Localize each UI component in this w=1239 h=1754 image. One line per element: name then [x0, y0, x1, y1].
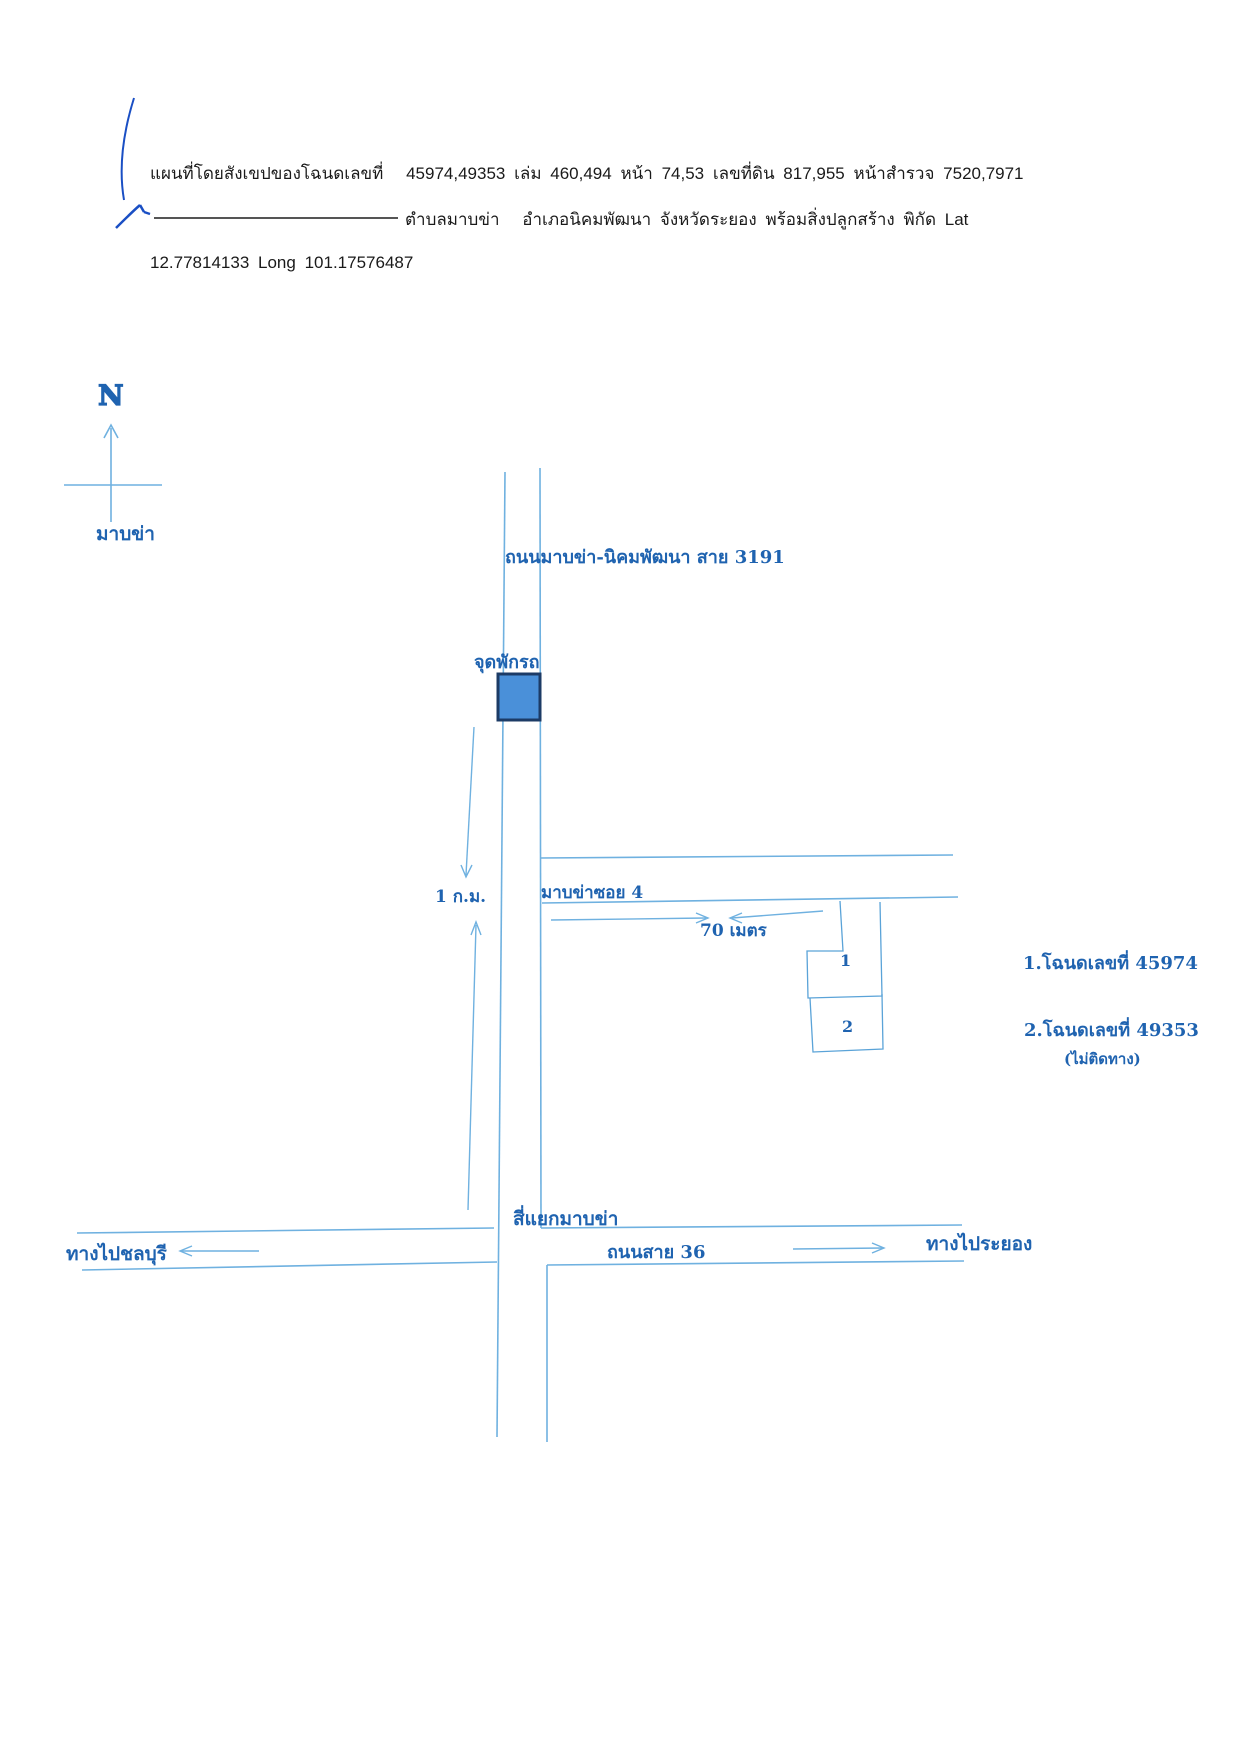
direction-rayong: ทางไประยอง — [926, 1232, 1032, 1255]
plot-legend-1: 1.โฉนดเลขที่ 45974 — [1023, 950, 1198, 974]
plot-2-outline — [809, 993, 884, 1053]
arrow-down-icon — [460, 864, 473, 879]
header-line-2: ตำบลมาบข่า อำเภอนิคมพัฒนา จังหวัดระยอง พ… — [405, 206, 972, 233]
arrow-right-icon — [695, 912, 710, 924]
plot-legend-2: 2.โฉนดเลขที่ 49353 — [1024, 1017, 1199, 1041]
coord-label: พิกัด — [903, 210, 937, 229]
north-label: N — [98, 379, 124, 412]
main-road-distance: 1 ก.ม. — [435, 887, 486, 907]
header-line-1: แผนที่โดยสังเขปของโฉนดเลขที่ 45974,49353… — [150, 160, 1028, 187]
arrow-up-icon — [470, 920, 482, 936]
arrow-left-icon — [178, 1245, 193, 1257]
soi-top-edge — [539, 854, 954, 859]
header-line-3: 12.77814133 Long 101.17576487 — [150, 253, 417, 273]
highway-bottom-edge-right — [546, 1260, 965, 1266]
main-road-left-edge — [496, 471, 506, 1438]
book-numbers: 460,494 — [550, 164, 612, 183]
handwritten-bracket — [120, 97, 135, 201]
long-label: Long — [258, 253, 296, 272]
plot-note: (ไม่ติดทาง) — [1064, 1049, 1141, 1068]
province: จังหวัดระยอง — [659, 210, 757, 229]
soi-label: มาบข่าซอย 4 — [541, 883, 643, 903]
survey-numbers: 7520,7971 — [943, 164, 1024, 183]
lat-value: 12.77814133 — [150, 253, 250, 272]
survey-page-label: หน้าสำรวจ — [853, 164, 935, 183]
subdistrict: ตำบลมาบข่า — [405, 210, 500, 229]
header-title: แผนที่โดยสังเขปของโฉนดเลขที่ — [150, 164, 384, 183]
direction-chonburi: ทางไปชลบุรี — [66, 1242, 168, 1266]
compass-place-label: มาบข่า — [96, 523, 155, 545]
page-label: หน้า — [620, 164, 653, 183]
book-label: เล่ม — [514, 164, 542, 183]
highway-bottom-edge-left — [81, 1261, 498, 1271]
with-buildings: พร้อมสิ่งปลูกสร้าง — [765, 210, 895, 229]
highway-top-edge-right — [540, 1224, 963, 1229]
main-road-label: ถนนมาบข่า-นิคมพัฒนา สาย 3191 — [505, 547, 785, 568]
compass-arrow-icon — [103, 423, 119, 439]
distance-arrow-down — [465, 726, 475, 876]
lat-label: Lat — [944, 210, 969, 229]
highway-top-edge-left — [76, 1227, 495, 1234]
soi-bottom-edge — [541, 896, 959, 904]
district: อำเภอนิคมพัฒนา — [522, 210, 652, 229]
highway-label: ถนนสาย 36 — [607, 1242, 705, 1263]
deed-numbers: 45974,49353 — [406, 164, 506, 183]
page-numbers: 74,53 — [661, 164, 705, 183]
plot-2-number: 2 — [842, 1017, 853, 1036]
distance-arrow-up — [467, 924, 477, 1211]
main-road-right-edge — [539, 467, 542, 1229]
soi-arrow-right — [550, 917, 707, 921]
parking-label: จุดพักรถ — [474, 652, 540, 674]
signature-mark — [115, 204, 151, 229]
junction-label: สี่แยกมาบข่า — [513, 1205, 618, 1230]
plot-1-number: 1 — [840, 951, 851, 970]
soi-distance: 70 เมตร — [700, 921, 768, 941]
soi-arrow-left — [731, 910, 824, 919]
plot-1-outline — [806, 900, 883, 999]
land-no-label: เลขที่ดิน — [712, 164, 775, 183]
arrow-left-icon — [728, 912, 743, 924]
land-numbers: 817,955 — [783, 164, 845, 183]
parking-marker — [496, 672, 542, 722]
arrow-right-icon — [871, 1242, 886, 1254]
long-value: 101.17576487 — [304, 253, 414, 272]
rayong-arrow — [792, 1247, 884, 1250]
